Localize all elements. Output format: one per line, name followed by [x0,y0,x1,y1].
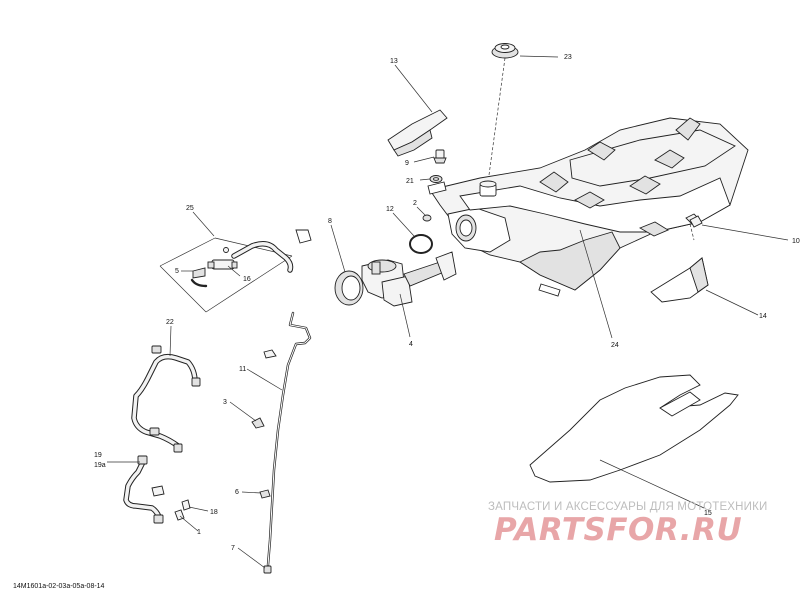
callout-19a: 19a [94,462,106,469]
fuel-line-11 [251,311,312,574]
callout-12: 12 [386,206,394,213]
drawing-code: 14M1601a-02-03a-05a-08-14 [13,583,105,590]
leader-lines [107,55,789,569]
watermark-brand: PARTSFOR.RU [494,512,742,548]
callout-1: 1 [197,529,201,536]
callout-19: 19 [94,452,102,459]
heat-shield-14 [650,257,709,303]
callout-16: 16 [243,276,251,283]
callout-8: 8 [328,218,332,225]
callout-9: 9 [405,160,409,167]
fuel-pump-module [361,251,457,307]
clip-10 [689,215,703,228]
clamp-18 [181,499,191,511]
watermark-tagline: ЗАПЧАСТИ И АКСЕССУАРЫ ДЛЯ МОТОТЕХНИКИ [488,501,768,513]
callout-14: 14 [759,313,767,320]
vent-valve-9 [433,149,447,164]
callout-21: 21 [406,178,414,185]
pad-15 [529,374,739,483]
lock-ring-8 [334,270,364,306]
callout-5: 5 [175,268,179,275]
callout-15: 15 [704,510,712,517]
callout-4: 4 [409,341,413,348]
hose-19 [123,455,165,524]
fuel-tank [427,117,749,297]
callout-18: 18 [210,509,218,516]
watermark: ЗАПЧАСТИ И АКСЕССУАРЫ ДЛЯ МОТОТЕХНИКИ PA… [488,501,768,548]
fuel-cap [491,43,519,59]
plug-2 [422,214,432,222]
callout-labels: 23 13 9 21 2 12 8 4 24 10 14 15 25 5 16 … [94,54,800,552]
callout-13: 13 [390,58,398,65]
callout-6: 6 [235,489,239,496]
callout-2: 2 [413,200,417,207]
ring-21 [429,175,443,183]
callout-24: 24 [611,342,619,349]
callout-22: 22 [166,319,174,326]
callout-7: 7 [231,545,235,552]
callout-10: 10 [792,238,800,245]
callout-23: 23 [564,54,572,61]
callout-11: 11 [239,366,246,373]
callout-3: 3 [223,399,227,406]
bracket-13 [387,109,448,157]
callout-25: 25 [186,205,194,212]
hose-22 [131,345,201,453]
gasket-12 [409,234,433,254]
